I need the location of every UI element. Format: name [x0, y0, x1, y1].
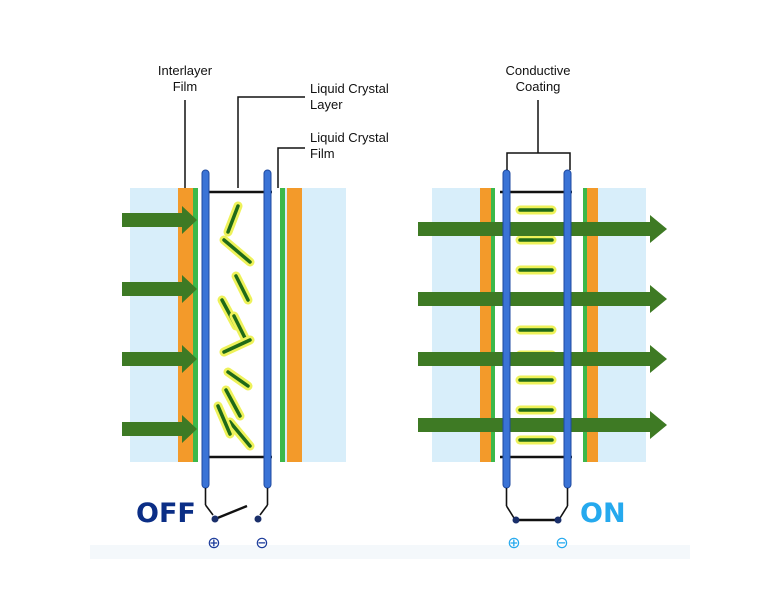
liquid-crystal-layer-label-line2: Layer — [310, 97, 343, 112]
on-positive-terminal: ⊕ — [507, 533, 520, 552]
interlayer-film-left — [178, 188, 193, 462]
on-negative-terminal: ⊖ — [555, 533, 568, 552]
on-light-arrows — [418, 215, 667, 439]
light-arrow — [122, 206, 197, 234]
liquid-crystal-molecule — [223, 367, 253, 391]
liquid-crystal-film-left — [491, 188, 495, 462]
liquid-crystal-molecule — [213, 401, 235, 439]
switch-contact — [554, 516, 562, 524]
light-arrow — [122, 345, 197, 373]
floor-shadow — [90, 545, 690, 559]
liquid-crystal-film-label-line2: Film — [310, 146, 335, 161]
liquid-crystal-molecule — [223, 201, 243, 237]
liquid-crystal-molecule — [219, 335, 255, 357]
light-arrow — [418, 285, 667, 313]
liquid-crystal-molecule — [221, 385, 245, 421]
light-arrow — [418, 215, 667, 243]
switch-contact — [254, 515, 262, 523]
switch-contact — [512, 516, 520, 524]
interlayer-film-label-line2: Film — [173, 79, 198, 94]
liquid-crystal-layer-label-line1: Liquid Crystal — [310, 81, 389, 96]
liquid-crystal-film-right — [280, 188, 285, 462]
conductive-coating-label-line2: Coating — [516, 79, 561, 94]
liquid-crystal-molecule — [225, 417, 255, 451]
interlayer-film-left — [480, 188, 491, 462]
light-arrow — [122, 415, 197, 443]
liquid-crystal-film-left — [193, 188, 198, 462]
callout-lines — [184, 96, 571, 188]
off-panel — [122, 169, 346, 523]
off-circuit — [204, 488, 269, 521]
electrode-left — [502, 169, 511, 489]
electrode-left — [201, 169, 210, 489]
electrode-right — [563, 169, 572, 489]
switch-contact — [211, 515, 219, 523]
off-molecules — [213, 201, 255, 451]
conductive-coating-label-line1: Conductive — [505, 63, 570, 78]
left-glass — [130, 188, 178, 462]
light-arrow — [418, 345, 667, 373]
liquid-crystal-molecule — [231, 271, 253, 305]
off-positive-terminal: ⊕ — [207, 533, 220, 552]
liquid-crystal-film-label-line1: Liquid Crystal — [310, 130, 389, 145]
on-panel — [418, 169, 667, 524]
liquid-crystal-film-right — [583, 188, 587, 462]
liquid-crystal-molecule — [229, 311, 251, 345]
light-arrow — [122, 275, 197, 303]
off-light-arrows — [122, 206, 197, 443]
interlayer-film-right — [287, 188, 302, 462]
liquid-crystal-molecule — [219, 235, 255, 267]
on-circuit — [505, 488, 569, 522]
interlayer-film-label-line1: Interlayer — [158, 63, 213, 78]
off-state-label: OFF — [136, 498, 196, 529]
electrode-right — [263, 169, 272, 489]
light-arrow — [418, 411, 667, 439]
on-state-label: ON — [580, 498, 626, 529]
interlayer-film-right — [587, 188, 598, 462]
off-negative-terminal: ⊖ — [255, 533, 268, 552]
